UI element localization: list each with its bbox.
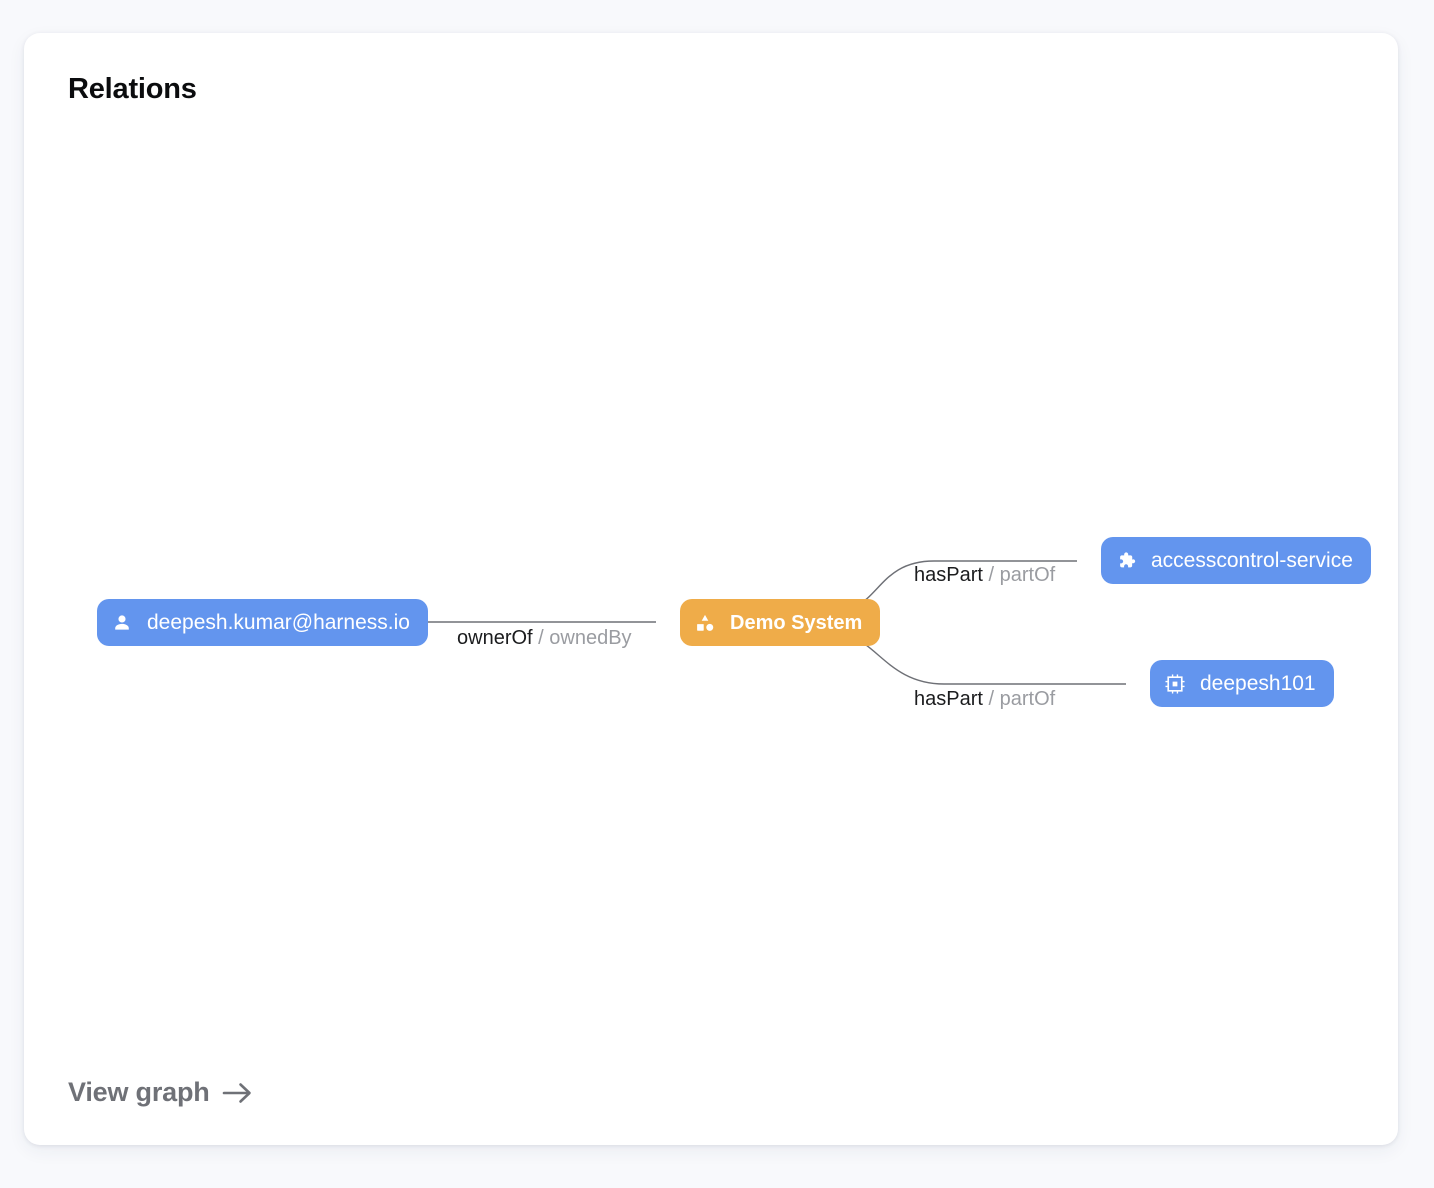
category-shapes-icon <box>694 612 716 634</box>
graph-node-label: deepesh101 <box>1200 672 1316 695</box>
relations-graph[interactable]: deepesh.kumar@harness.io Demo System acc… <box>24 33 1398 1145</box>
edge-relation: hasPart <box>914 564 983 586</box>
edge-label-component: hasPart / partOf <box>914 689 1055 709</box>
edge-separator: / <box>982 688 1000 710</box>
edge-inverse-relation: partOf <box>999 688 1056 710</box>
graph-node-service[interactable]: accesscontrol-service <box>1101 537 1371 584</box>
graph-node-user[interactable]: deepesh.kumar@harness.io <box>97 599 428 646</box>
puzzle-piece-icon <box>1115 550 1137 572</box>
edge-layer <box>399 560 1126 685</box>
edge-inverse-relation: partOf <box>999 564 1056 586</box>
graph-node-label: accesscontrol-service <box>1151 549 1353 572</box>
page-title: Relations <box>68 73 197 105</box>
graph-node-component[interactable]: deepesh101 <box>1150 660 1334 707</box>
graph-node-system[interactable]: Demo System <box>680 599 881 646</box>
edge-label-owner: ownerOf / ownedBy <box>457 628 632 648</box>
person-icon <box>111 612 133 634</box>
edge-separator: / <box>532 627 550 649</box>
view-graph-link[interactable]: View graph <box>68 1077 254 1108</box>
graph-node-label: deepesh.kumar@harness.io <box>147 611 410 634</box>
edge-inverse-relation: ownedBy <box>549 627 632 649</box>
edge-separator: / <box>982 564 1000 586</box>
view-graph-label: View graph <box>68 1077 210 1107</box>
memory-chip-icon <box>1164 673 1186 695</box>
relations-card: Relations deepesh.kumar@harness.io <box>24 33 1398 1145</box>
graph-node-label: Demo System <box>730 611 863 634</box>
edge-relation: ownerOf <box>457 627 533 649</box>
edge-label-service: hasPart / partOf <box>914 565 1055 585</box>
arrow-right-icon <box>222 1081 254 1105</box>
edge-relation: hasPart <box>914 688 983 710</box>
edge-path-component <box>855 638 1126 685</box>
